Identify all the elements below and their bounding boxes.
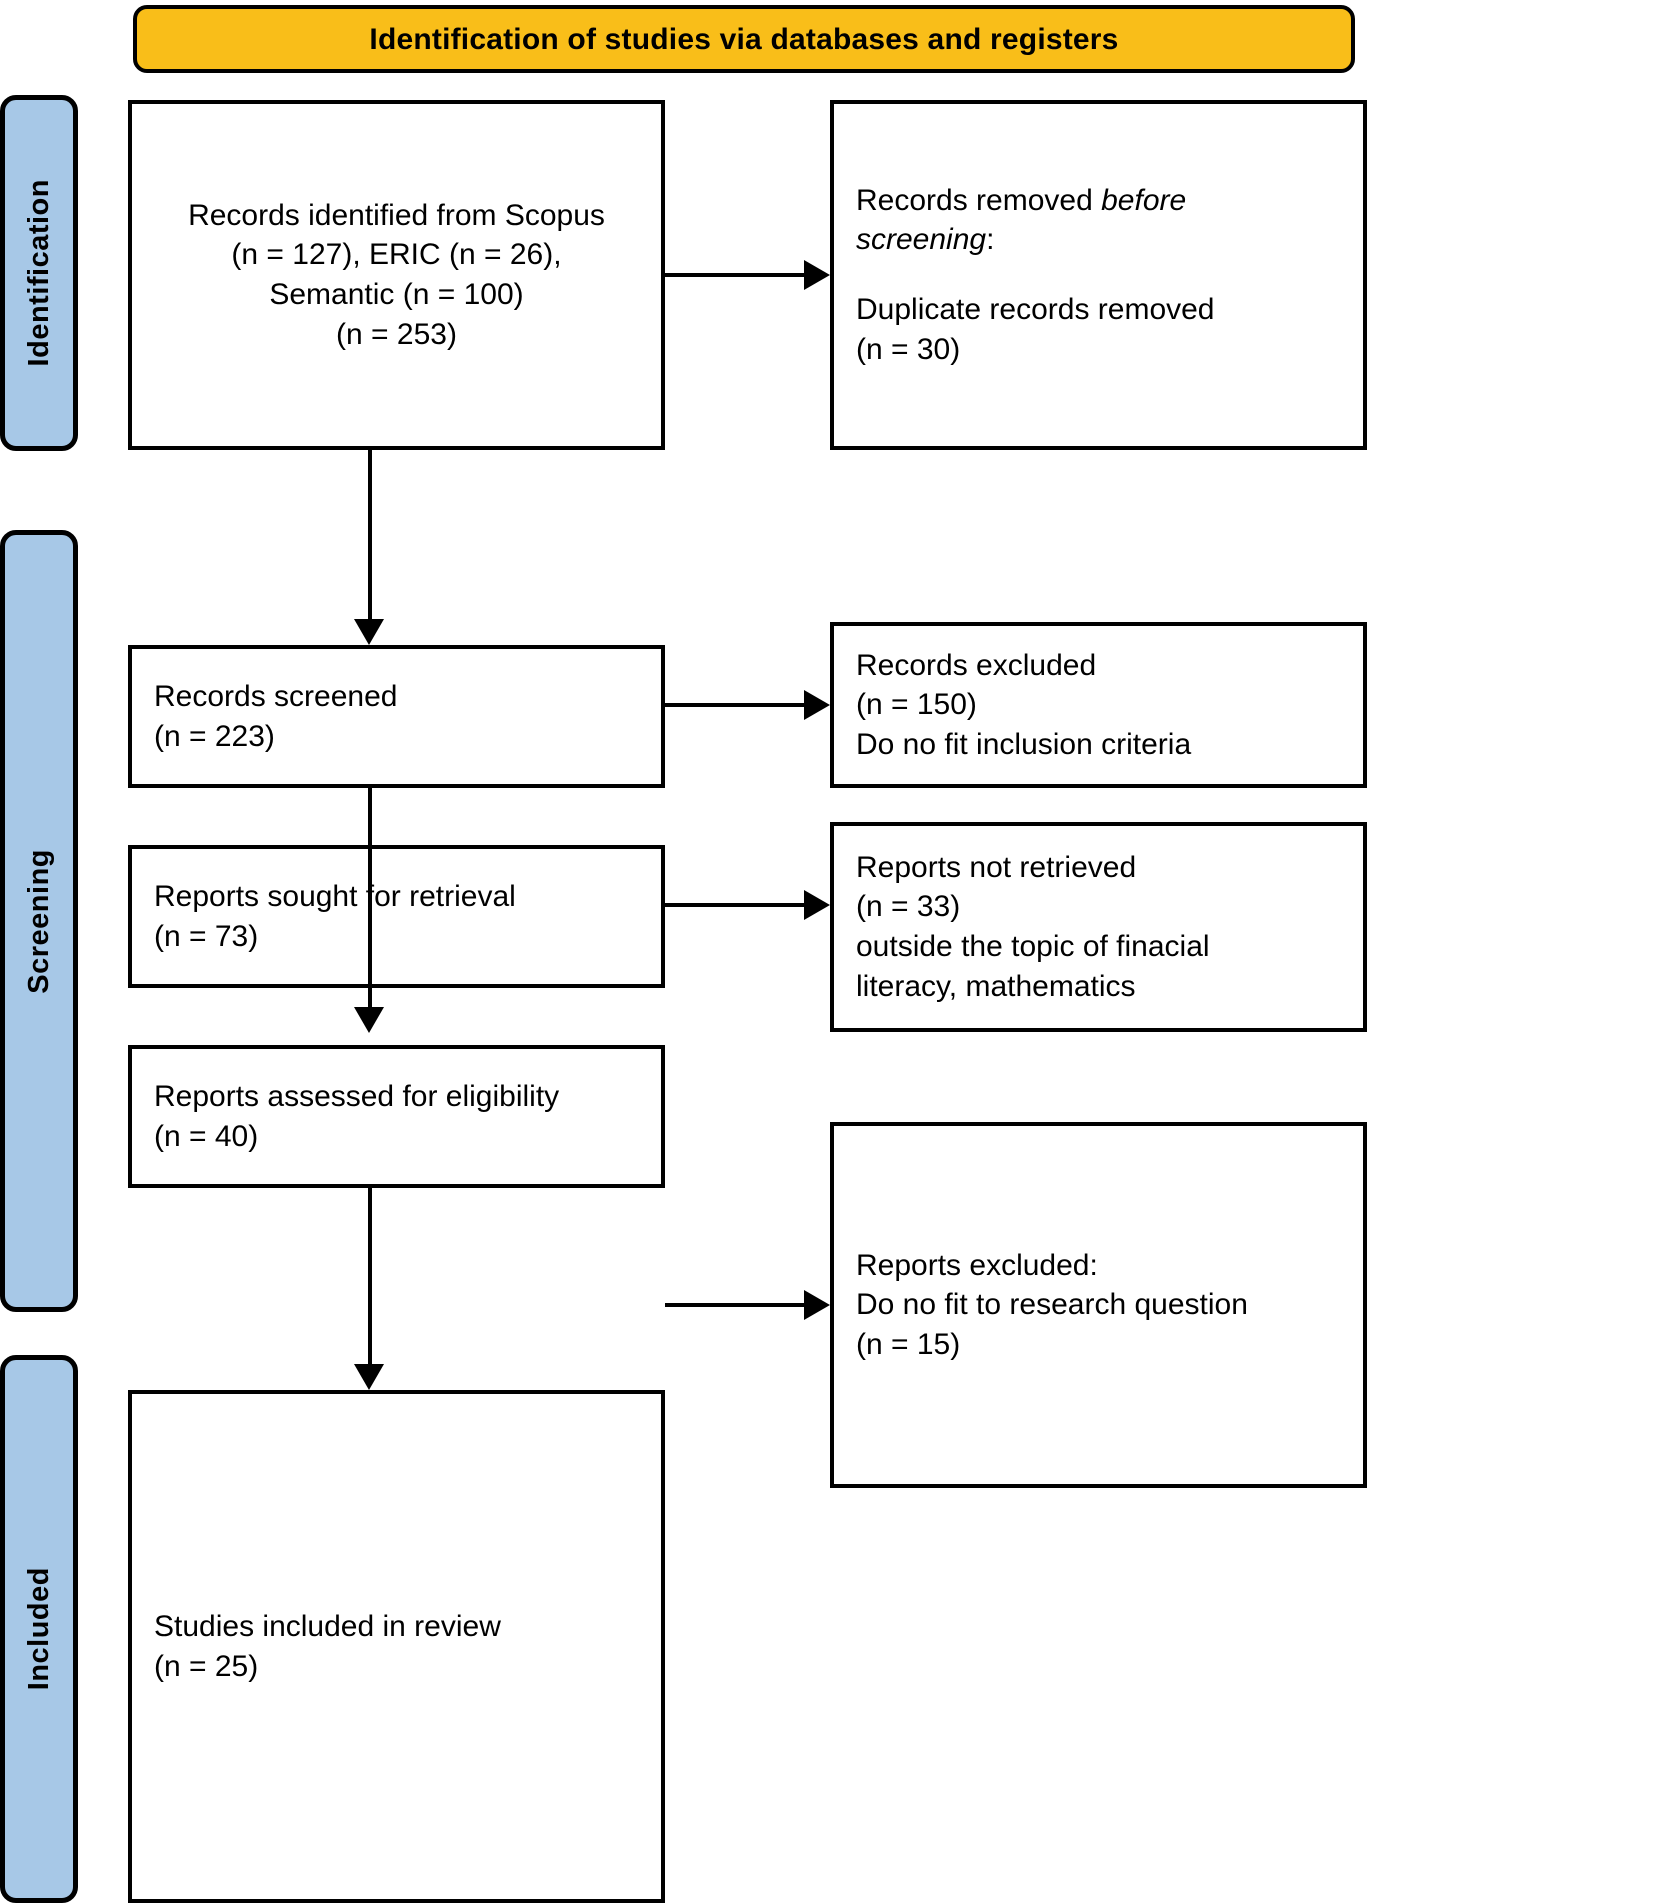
records-identified-line4: (n = 253) [336,317,457,351]
records-excluded-line2: (n = 150) [856,688,977,722]
reports-not-retrieved-line2: (n = 33) [856,890,961,924]
box-reports-excluded: Reports excluded: Do no fit to research … [830,1122,1367,1488]
arrowhead-right-notretrieved [804,890,830,920]
stage-tab-identification-label: Identification [22,179,55,367]
records-removed-line3: Duplicate records removed [856,293,1215,326]
reports-sought-line2: (n = 73) [154,919,259,953]
connector-screened-to-excluded [665,703,804,707]
box-records-identified: Records identified from Scopus (n = 127)… [128,100,665,450]
connector-assessed-to-excluded [665,1303,804,1307]
records-identified-line1: Records identified from Scopus [188,198,605,232]
reports-assessed-line2: (n = 40) [154,1119,259,1153]
arrowhead-right-excluded [804,690,830,720]
studies-included-line2: (n = 25) [154,1649,259,1683]
arrowhead-down-included [354,1364,384,1390]
box-reports-not-retrieved: Reports not retrieved (n = 33) outside t… [830,822,1367,1032]
records-excluded-line1: Records excluded [856,648,1097,682]
records-screened-line1: Records screened [154,679,398,713]
records-removed-line2: screening: [856,220,1341,260]
records-removed-colon: : [986,223,995,257]
box-reports-sought: Reports sought for retrieval (n = 73) [128,845,665,988]
stage-tab-included: Included [0,1355,78,1903]
box-records-screened: Records screened (n = 223) [128,645,665,788]
records-removed-prefix: Records removed [856,183,1102,217]
connector-identified-to-removed [665,273,804,277]
reports-assessed-line1: Reports assessed for eligibility [154,1079,560,1113]
reports-excluded-line2: Do no fit to research question [856,1288,1248,1322]
box-records-removed: Records removed before screening: Duplic… [830,100,1367,450]
box-reports-assessed: Reports assessed for eligibility (n = 40… [128,1045,665,1188]
records-identified-line2: (n = 127), ERIC (n = 26), [231,238,562,272]
studies-included-line1: Studies included in review [154,1609,501,1643]
box-records-excluded: Records excluded (n = 150) Do no fit inc… [830,622,1367,788]
arrowhead-right-removed [804,260,830,290]
connector-screened-to-sought [368,788,372,1007]
stage-tab-included-label: Included [22,1567,55,1691]
stage-tab-identification: Identification [0,95,78,451]
records-excluded-line3: Do no fit inclusion criteria [856,727,1192,761]
records-removed-line1: Records removed before [856,181,1341,221]
arrowhead-right-reports-excluded [804,1290,830,1320]
box-studies-included: Studies included in review (n = 25) [128,1390,665,1903]
records-identified-line3: Semantic (n = 100) [269,278,524,311]
reports-not-retrieved-line3: outside the topic of finacial [856,930,1210,963]
reports-not-retrieved-line4: literacy, mathematics [856,969,1136,1003]
records-screened-line2: (n = 223) [154,719,275,753]
stage-tab-screening-label: Screening [22,848,55,994]
records-removed-screening: screening [856,223,987,257]
connector-sought-to-notretrieved [665,903,804,907]
paragraph-spacer [856,260,1341,290]
records-removed-before: before [1101,183,1187,217]
arrowhead-down-screened [354,619,384,645]
reports-sought-line1: Reports sought for retrieval [154,879,516,913]
stage-tab-screening: Screening [0,530,78,1312]
connector-identified-to-screened [368,450,372,619]
diagram-banner: Identification of studies via databases … [133,5,1355,73]
banner-title: Identification of studies via databases … [369,22,1119,56]
reports-excluded-line1: Reports excluded: [856,1248,1098,1282]
connector-assessed-to-included [368,1188,372,1364]
reports-excluded-line3: (n = 15) [856,1327,961,1361]
records-removed-line4: (n = 30) [856,332,961,366]
arrowhead-down-assessed [354,1007,384,1033]
reports-not-retrieved-line1: Reports not retrieved [856,850,1137,884]
